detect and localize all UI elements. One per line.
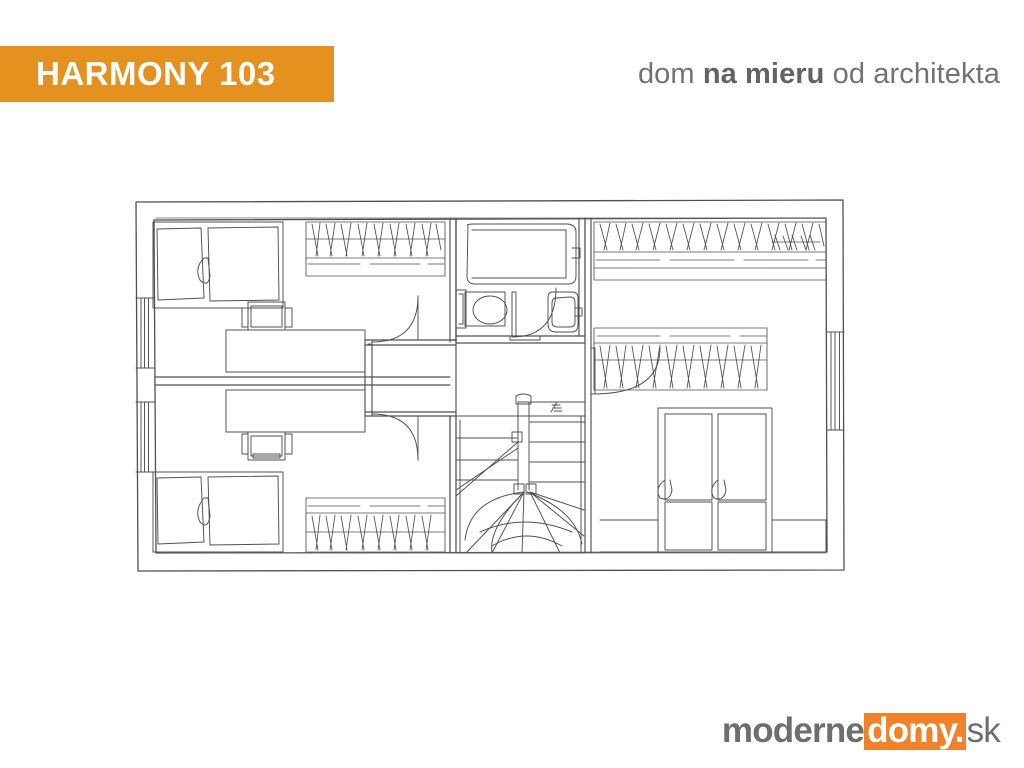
window-left-lower bbox=[135, 401, 155, 473]
window-left-upper bbox=[135, 297, 155, 369]
desk-lower-left bbox=[225, 389, 366, 461]
desk-upper-left bbox=[225, 301, 366, 373]
plan-detail-lines bbox=[155, 217, 827, 554]
bed-top-left bbox=[152, 221, 284, 309]
bathroom-door bbox=[509, 287, 557, 341]
floor-plan-drawing bbox=[135, 199, 845, 572]
tagline: dom na mieru od architekta bbox=[638, 58, 1000, 91]
logo-text-domy: domy. bbox=[864, 712, 966, 750]
tagline-emphasis: na mieru bbox=[702, 58, 825, 90]
logo-text-moderne: moderne bbox=[721, 711, 865, 750]
staircase bbox=[455, 393, 586, 554]
door-upper-left-bedroom bbox=[367, 295, 419, 345]
wardrobe-right-top bbox=[593, 221, 827, 281]
washbasin bbox=[547, 291, 583, 333]
title-banner bbox=[0, 46, 334, 102]
page-title: HARMONY 103 bbox=[36, 55, 276, 92]
bedroom-right-door bbox=[590, 347, 661, 395]
window-right bbox=[826, 331, 845, 431]
wardrobe-top-left bbox=[305, 221, 446, 277]
exterior-wall bbox=[135, 199, 845, 572]
interior-walls bbox=[155, 217, 592, 554]
logo-text-sk: sk bbox=[966, 711, 1001, 750]
twin-beds-right bbox=[599, 407, 827, 553]
bathtub bbox=[466, 223, 581, 285]
bed-bottom-left bbox=[152, 471, 284, 553]
wardrobe-right-middle bbox=[593, 327, 768, 391]
tagline-suffix: od architekta bbox=[824, 58, 1000, 90]
wardrobe-bottom-left bbox=[305, 497, 446, 553]
door-lower-left-bedroom bbox=[371, 413, 419, 461]
stair-rail-top bbox=[455, 415, 586, 554]
tagline-prefix: dom bbox=[637, 58, 703, 90]
floor-plan bbox=[120, 180, 860, 590]
toilet bbox=[455, 289, 508, 329]
